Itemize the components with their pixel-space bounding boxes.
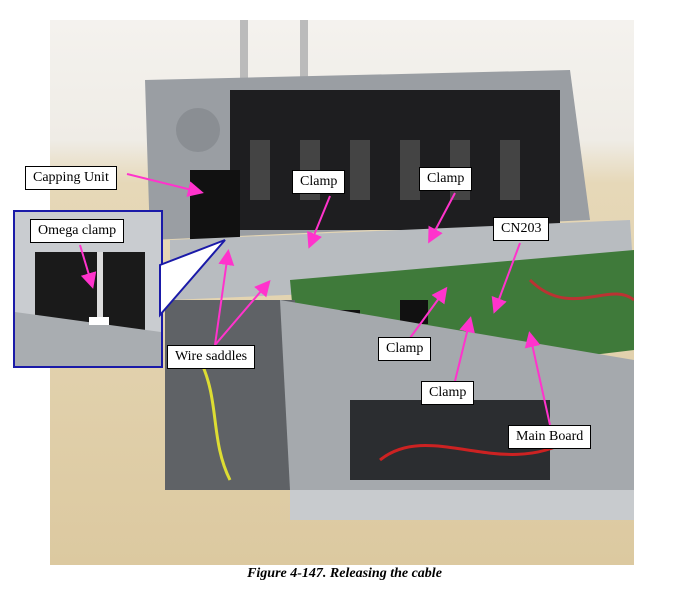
printer-illustration xyxy=(145,20,634,520)
label-main-board: Main Board xyxy=(508,425,592,449)
printer-photo xyxy=(50,20,634,565)
figure-caption: Figure 4-147. Releasing the cable xyxy=(247,566,442,581)
inset-pointer xyxy=(159,239,226,318)
label-capping-unit: Capping Unit xyxy=(25,166,117,190)
label-clamp-4: Clamp xyxy=(421,381,475,405)
label-clamp-1: Clamp xyxy=(292,170,346,194)
label-cn203: CN203 xyxy=(493,217,550,241)
label-clamp-2: Clamp xyxy=(419,167,473,191)
label-wire-saddles: Wire saddles xyxy=(167,345,256,369)
label-clamp-3: Clamp xyxy=(378,337,432,361)
label-omega-clamp: Omega clamp xyxy=(30,219,125,243)
